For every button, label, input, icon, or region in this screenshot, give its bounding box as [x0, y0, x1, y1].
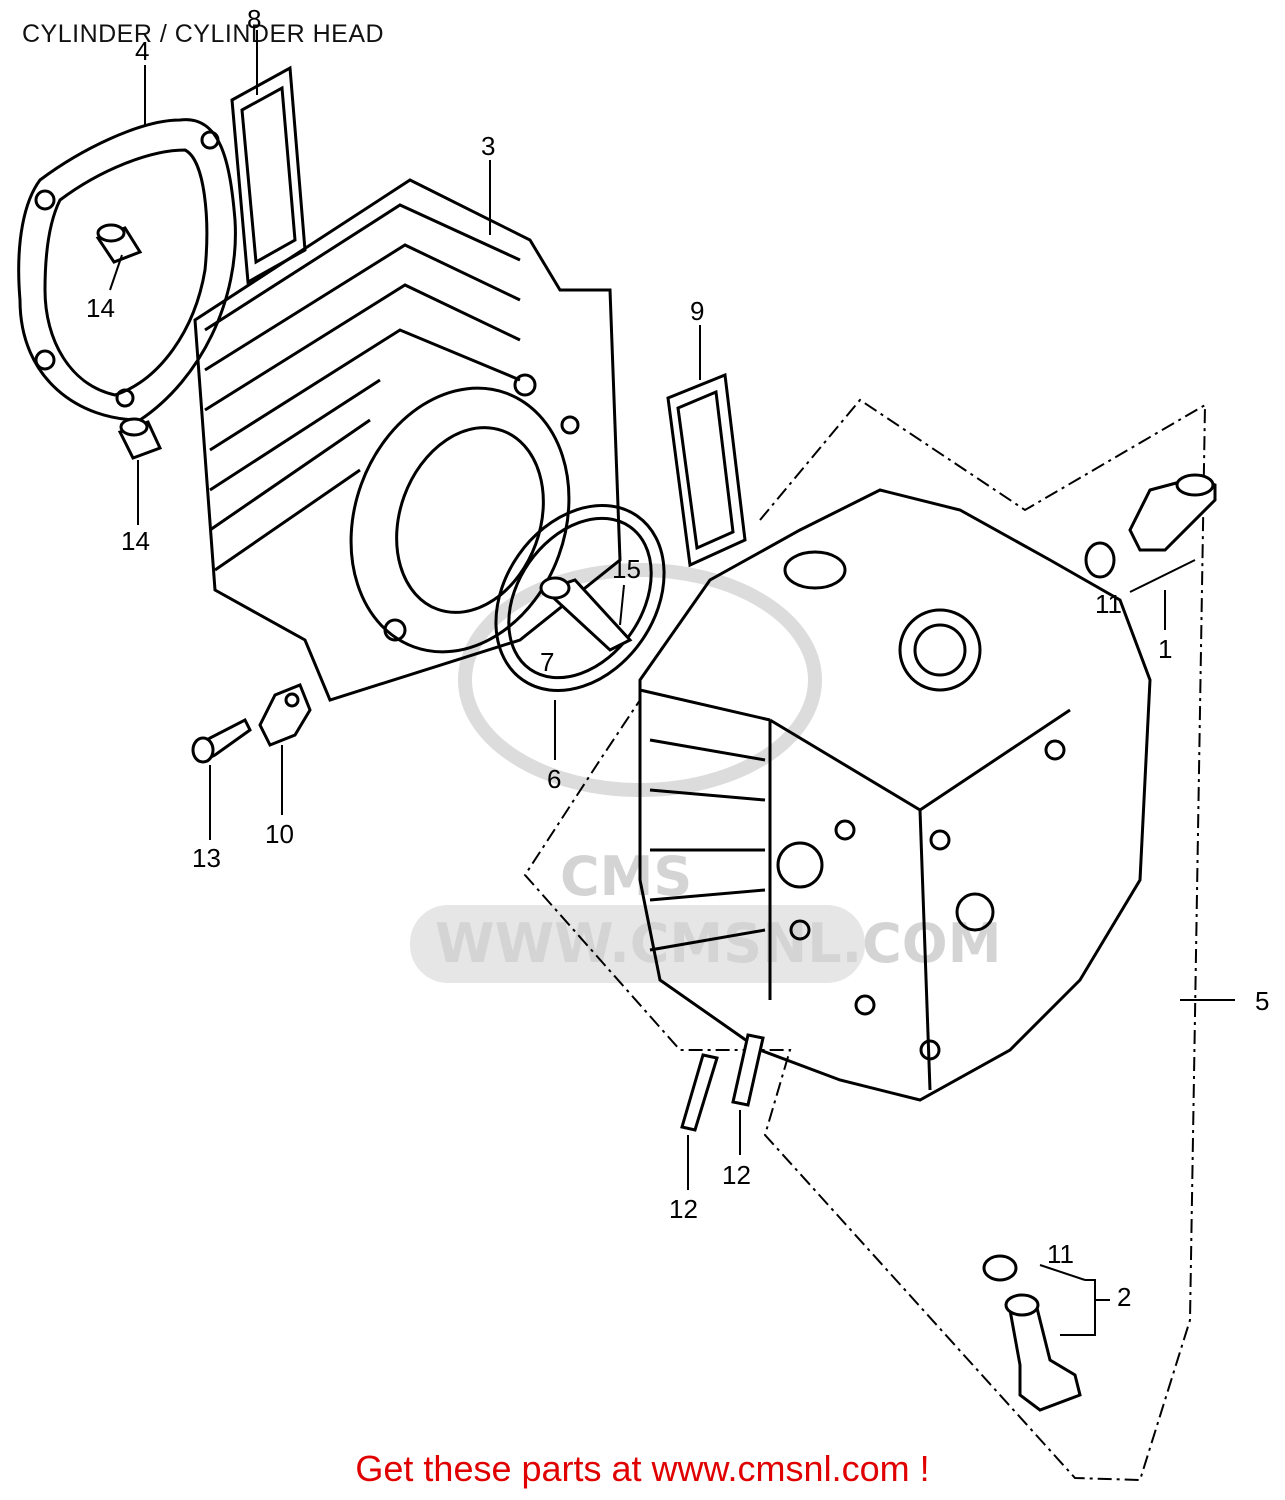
- watermark-logo: CMS WWW.CMSNL.COM: [410, 563, 1001, 983]
- head-side-gasket: [666, 372, 747, 568]
- stud-bolt-right: [731, 1033, 765, 1107]
- callout-4: 4: [135, 36, 149, 66]
- callout-2: 2: [1117, 1282, 1131, 1312]
- callout-14-lower: 14: [121, 526, 150, 556]
- screw: [191, 717, 252, 764]
- cylinder-head-plug-upper: [1084, 473, 1217, 579]
- watermark-url: WWW.CMSNL.COM: [435, 912, 1001, 975]
- callout-9: 9: [690, 296, 704, 326]
- callout-8: 8: [247, 4, 261, 34]
- get-parts-link[interactable]: Get these parts at www.cmsnl.com !: [355, 1448, 930, 1489]
- callout-11-upper: 11: [1095, 589, 1122, 619]
- callout-labels: 1 2 3 4 5 6 7 8 9 10 11 11 12 12 13 14 1…: [86, 4, 1269, 1312]
- callout-13: 13: [192, 843, 221, 873]
- dowel-pin-upper: [95, 223, 143, 264]
- callout-14-upper: 14: [86, 293, 115, 323]
- cylinder-head-plug-lower: [982, 1254, 1082, 1412]
- cylinder-side-cover: [17, 118, 237, 422]
- callout-7: 7: [540, 647, 554, 677]
- dowel-pin-lower: [117, 417, 163, 460]
- callout-12-left: 12: [669, 1194, 698, 1224]
- callout-1: 1: [1158, 634, 1172, 664]
- cylinder-head: [638, 488, 1152, 1102]
- callout-15: 15: [612, 554, 641, 584]
- cylinder-block: [193, 178, 622, 702]
- callout-12-right: 12: [722, 1160, 751, 1190]
- page-title: CYLINDER / CYLINDER HEAD: [22, 20, 385, 48]
- wire-clamp: [258, 683, 312, 747]
- assembly-boundary: [523, 398, 1207, 1482]
- callout-3: 3: [481, 131, 495, 161]
- cylinder-head-gasket: [494, 503, 666, 693]
- callout-11-lower: 11: [1047, 1239, 1074, 1269]
- side-cover-gasket: [230, 65, 307, 285]
- leader-lines: [109, 30, 1235, 1336]
- callout-5: 5: [1255, 986, 1269, 1016]
- callout-10: 10: [265, 819, 294, 849]
- head-dowel-pin: [539, 576, 633, 652]
- stud-bolt-left: [680, 1053, 719, 1132]
- callout-6: 6: [547, 764, 561, 794]
